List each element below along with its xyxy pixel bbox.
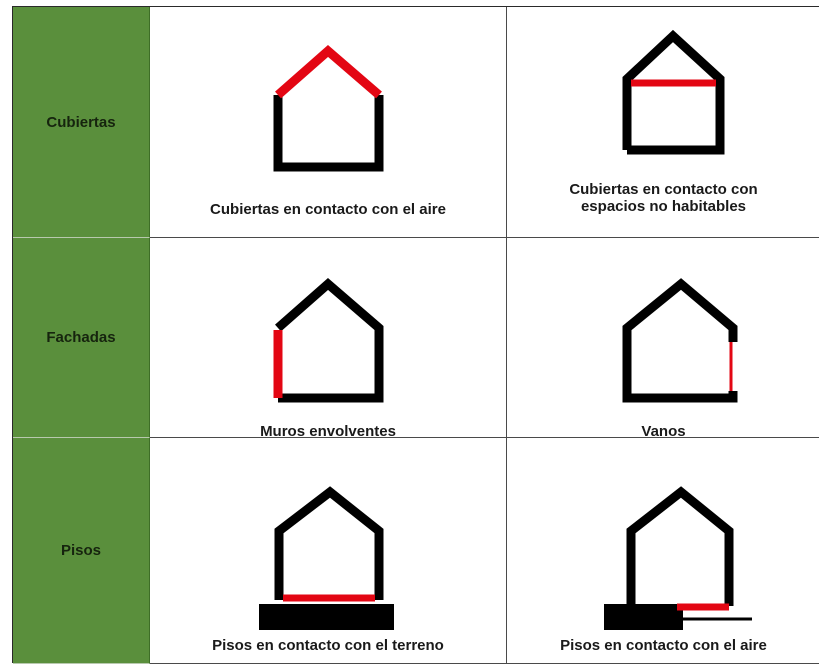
cell-caption: Pisos en contacto con el terreno [212, 637, 444, 654]
row-label-cell: Pisos [13, 438, 150, 664]
cell-caption: Muros envolventes [260, 423, 396, 440]
cell-caption: Pisos en contacto con el aire [560, 637, 767, 654]
envelope-elements-table: Cubiertas Cubiertas en contacto con el a… [12, 6, 819, 664]
house-ground-floor-highlighted-icon [259, 486, 394, 630]
row-cubiertas: Cubiertas Cubiertas en contacto con el a… [13, 7, 819, 238]
house-raised-floor-highlighted-icon [604, 486, 752, 630]
roof-highlight [275, 45, 382, 99]
house-outline [274, 486, 384, 600]
house-outline [622, 278, 738, 403]
cell-caption-line2: espacios no habitables [580, 198, 747, 215]
cell-roof-air: Cubiertas en contacto con el aire [150, 7, 507, 238]
cell-walls: Muros envolventes [150, 238, 507, 440]
row-fachadas: Fachadas Muros envolventes Vanos [13, 238, 819, 440]
cell-caption: Cubiertas en contacto con el aire [210, 201, 446, 218]
cell-floor-air: Pisos en contacto con el aire [507, 438, 819, 664]
ground-block [259, 604, 394, 630]
row-pisos: Pisos Pisos en contacto con el terreno P… [13, 438, 819, 664]
ground-block [604, 604, 683, 630]
row-label-cell: Fachadas [13, 238, 150, 438]
cell-caption: Vanos [641, 423, 686, 440]
cell-caption-line1: Cubiertas en contacto con [569, 181, 758, 198]
house-outline [626, 486, 734, 606]
cell-roof-unhabitable: Cubiertas en contacto con espacios no ha… [507, 7, 819, 238]
cell-openings: Vanos [507, 238, 819, 440]
house-roof-highlighted-icon [273, 45, 384, 172]
house-ceiling-highlighted-icon [622, 29, 725, 155]
house-outline [275, 278, 384, 403]
house-walls [273, 95, 384, 172]
house-outline [622, 29, 725, 155]
row-label: Fachadas [46, 329, 116, 346]
row-label-cell: Cubiertas [13, 7, 150, 238]
house-opening-highlighted-icon [622, 278, 738, 403]
cell-floor-ground: Pisos en contacto con el terreno [150, 438, 507, 664]
house-wall-highlighted-icon [273, 278, 384, 403]
row-label: Cubiertas [46, 113, 116, 131]
row-label: Pisos [60, 542, 102, 559]
